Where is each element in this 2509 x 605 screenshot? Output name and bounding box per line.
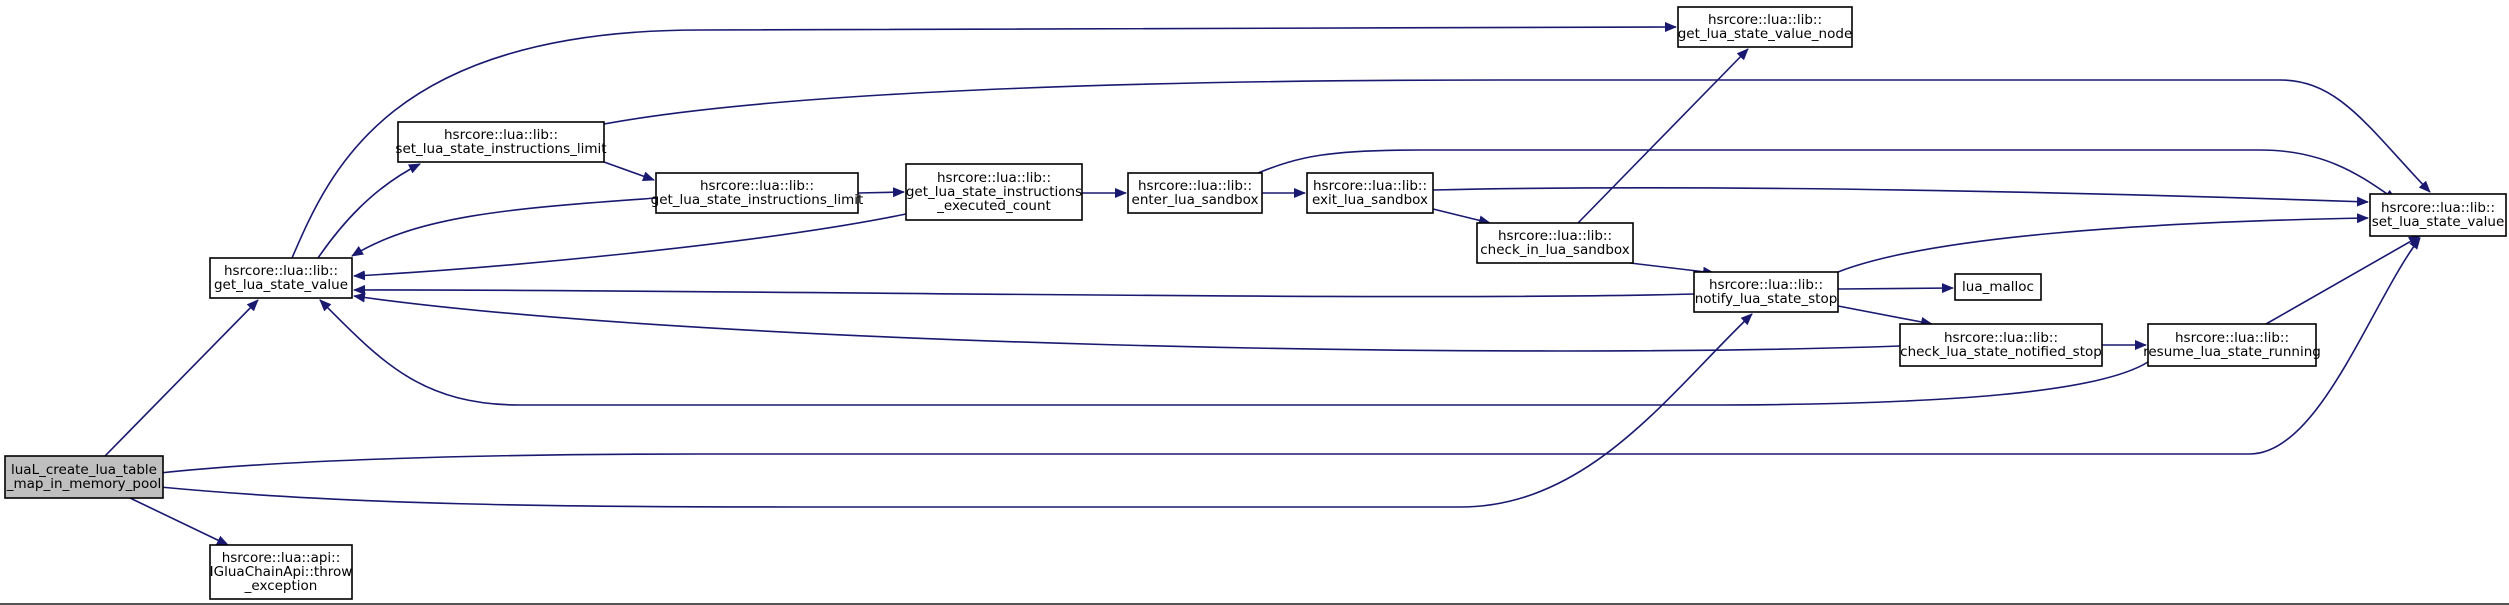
node-label-line: hsrcore::lua::lib:: [1708,12,1822,28]
node-label-line: resume_lua_state_running [2143,344,2321,360]
node-resume-lua-state-running[interactable]: hsrcore::lua::lib::resume_lua_state_runn… [2143,323,2321,367]
node-label-line: hsrcore::lua::api:: [222,550,341,566]
node-throw-exception[interactable]: hsrcore::lua::api::IGluaChainApi::throw_… [209,544,353,600]
node-label-line: set_lua_state_value [2372,214,2505,230]
node-get-lua-state-instructions-limit[interactable]: hsrcore::lua::lib::get_lua_state_instruc… [651,172,864,214]
edge-notify-to-malloc [1837,283,1954,294]
bottom-border [0,603,2509,605]
edge-root-to-throw [129,497,229,546]
node-label-line: hsrcore::lua::lib:: [1138,178,1252,194]
node-box [1954,273,2042,301]
edge-enter-to-ssv [1257,149,2397,201]
node-label-line: set_lua_state_instructions_limit [395,141,606,157]
edge-notify-to-ssv [1837,213,2369,273]
edge-resume-to-gsv [319,299,2149,406]
node-label-line: exit_lua_sandbox [1312,192,1428,208]
node-label-line: get_lua_state_instructions_limit [651,192,864,208]
node-get-lua-state-value-node[interactable]: hsrcore::lua::lib::get_lua_state_value_n… [1677,6,1853,48]
edge-getlimit-to-execcount [857,187,905,198]
edge-layer [104,22,2431,546]
node-box [655,172,859,214]
node-label-line: hsrcore::lua::lib:: [937,170,1051,186]
node-box [1693,271,1839,313]
node-box [905,163,1083,221]
node-check-in-lua-sandbox[interactable]: hsrcore::lua::lib::check_in_lua_sandbox [1476,222,1634,264]
node-label-line: IGluaChainApi::throw [210,564,353,580]
edge-execcount-to-gsv [353,213,907,281]
edge-root-to-ssv [159,237,2421,474]
node-label-line: hsrcore::lua::lib:: [2381,200,2495,216]
node-label-line: enter_lua_sandbox [1132,192,1259,208]
node-box [397,121,605,163]
edge-resume-to-ssv [2265,235,2421,325]
node-layer: luaL_create_lua_table_map_in_memory_pool… [4,6,2507,600]
node-get-lua-state-instructions-executed-count[interactable]: hsrcore::lua::lib::get_lua_state_instruc… [905,163,1083,221]
node-label-line: hsrcore::lua::lib:: [224,263,338,279]
edge-exit-to-checkin [1432,208,1491,226]
edge-setlimit-to-ssv [603,79,2431,193]
node-label-line: get_lua_state_value_node [1678,26,1853,42]
node-box [1899,323,2103,367]
node-label-line: check_lua_state_notified_stop [1900,344,2102,360]
edge-setlimit-to-getlimit [603,161,655,181]
node-label-line: _exception [244,578,318,594]
node-get-lua-state-value[interactable]: hsrcore::lua::lib::get_lua_state_value [209,257,353,299]
edge-checkin-to-gsvnode [1577,48,1749,224]
node-label-line: hsrcore::lua::lib:: [444,127,558,143]
edge-root-to-notify [159,313,1753,508]
node-label-line: lua_malloc [1962,279,2034,295]
node-exit-lua-sandbox[interactable]: hsrcore::lua::lib::exit_lua_sandbox [1306,172,1434,214]
node-label-line: check_in_lua_sandbox [1480,242,1630,258]
node-label-line: _map_in_memory_pool [6,476,162,492]
node-box [4,455,164,499]
node-label-line: get_lua_state_instructions [906,184,1082,200]
node-notify-lua-state-stop[interactable]: hsrcore::lua::lib::notify_lua_state_stop [1693,271,1839,313]
node-box [209,544,353,600]
node-label-line: hsrcore::lua::lib:: [2175,330,2289,346]
node-label-line: notify_lua_state_stop [1695,291,1838,307]
node-check-lua-state-notified-stop[interactable]: hsrcore::lua::lib::check_lua_state_notif… [1899,323,2103,367]
edge-notify-to-gsv [353,284,1695,298]
node-lua-malloc[interactable]: lua_malloc [1954,273,2042,301]
node-luaL-create-lua-table-map-in-memory-pool[interactable]: luaL_create_lua_table_map_in_memory_pool [4,455,164,499]
node-label-line: hsrcore::lua::lib:: [1498,228,1612,244]
node-set-lua-state-instructions-limit[interactable]: hsrcore::lua::lib::set_lua_state_instruc… [395,121,607,163]
edge-getlimit-to-gsv [351,197,657,257]
node-label-line: hsrcore::lua::lib:: [700,178,814,194]
edge-exit-to-ssv [1432,186,2369,207]
node-label-line: hsrcore::lua::lib:: [1709,277,1823,293]
node-box [209,257,353,299]
node-box [1127,172,1263,214]
node-label-line: luaL_create_lua_table [11,462,157,478]
edge-gsv-to-setlimit [317,163,421,259]
edge-gsv-to-gsvnode [291,22,1677,259]
node-box [1476,222,1634,264]
node-box [2147,323,2317,367]
node-label-line: hsrcore::lua::lib:: [1944,330,2058,346]
node-label-line: _executed_count [936,198,1051,214]
node-box [1306,172,1434,214]
edge-notify-to-checknotified [1837,305,1933,327]
node-enter-lua-sandbox[interactable]: hsrcore::lua::lib::enter_lua_sandbox [1127,172,1263,214]
node-set-lua-state-value[interactable]: hsrcore::lua::lib::set_lua_state_value [2369,193,2507,237]
node-label-line: hsrcore::lua::lib:: [1313,178,1427,194]
node-label-line: get_lua_state_value [214,277,348,293]
edge-checknotified-to-gsv [353,292,1901,352]
node-box [1677,6,1853,48]
edge-root-to-gsv [104,299,259,457]
node-box [2369,193,2507,237]
